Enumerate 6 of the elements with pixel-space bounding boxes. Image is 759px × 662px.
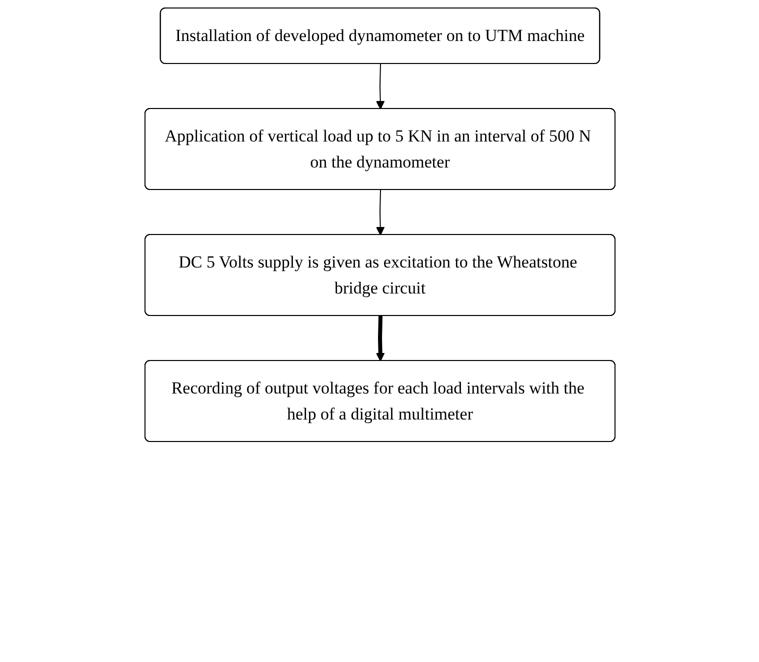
node-text: DC 5 Volts supply is given as excitation to the Wheatstone bridge circuit — [178, 252, 577, 297]
arrow — [375, 190, 384, 236]
arrow — [375, 316, 384, 362]
node-text: Recording of output voltages for each load intervals with the help of a digital multimeter — [170, 378, 584, 423]
arrow — [375, 64, 384, 110]
node-text: Application of vertical load up to 5 KN in an interval of 500 N on the dynamometer — [164, 126, 591, 171]
